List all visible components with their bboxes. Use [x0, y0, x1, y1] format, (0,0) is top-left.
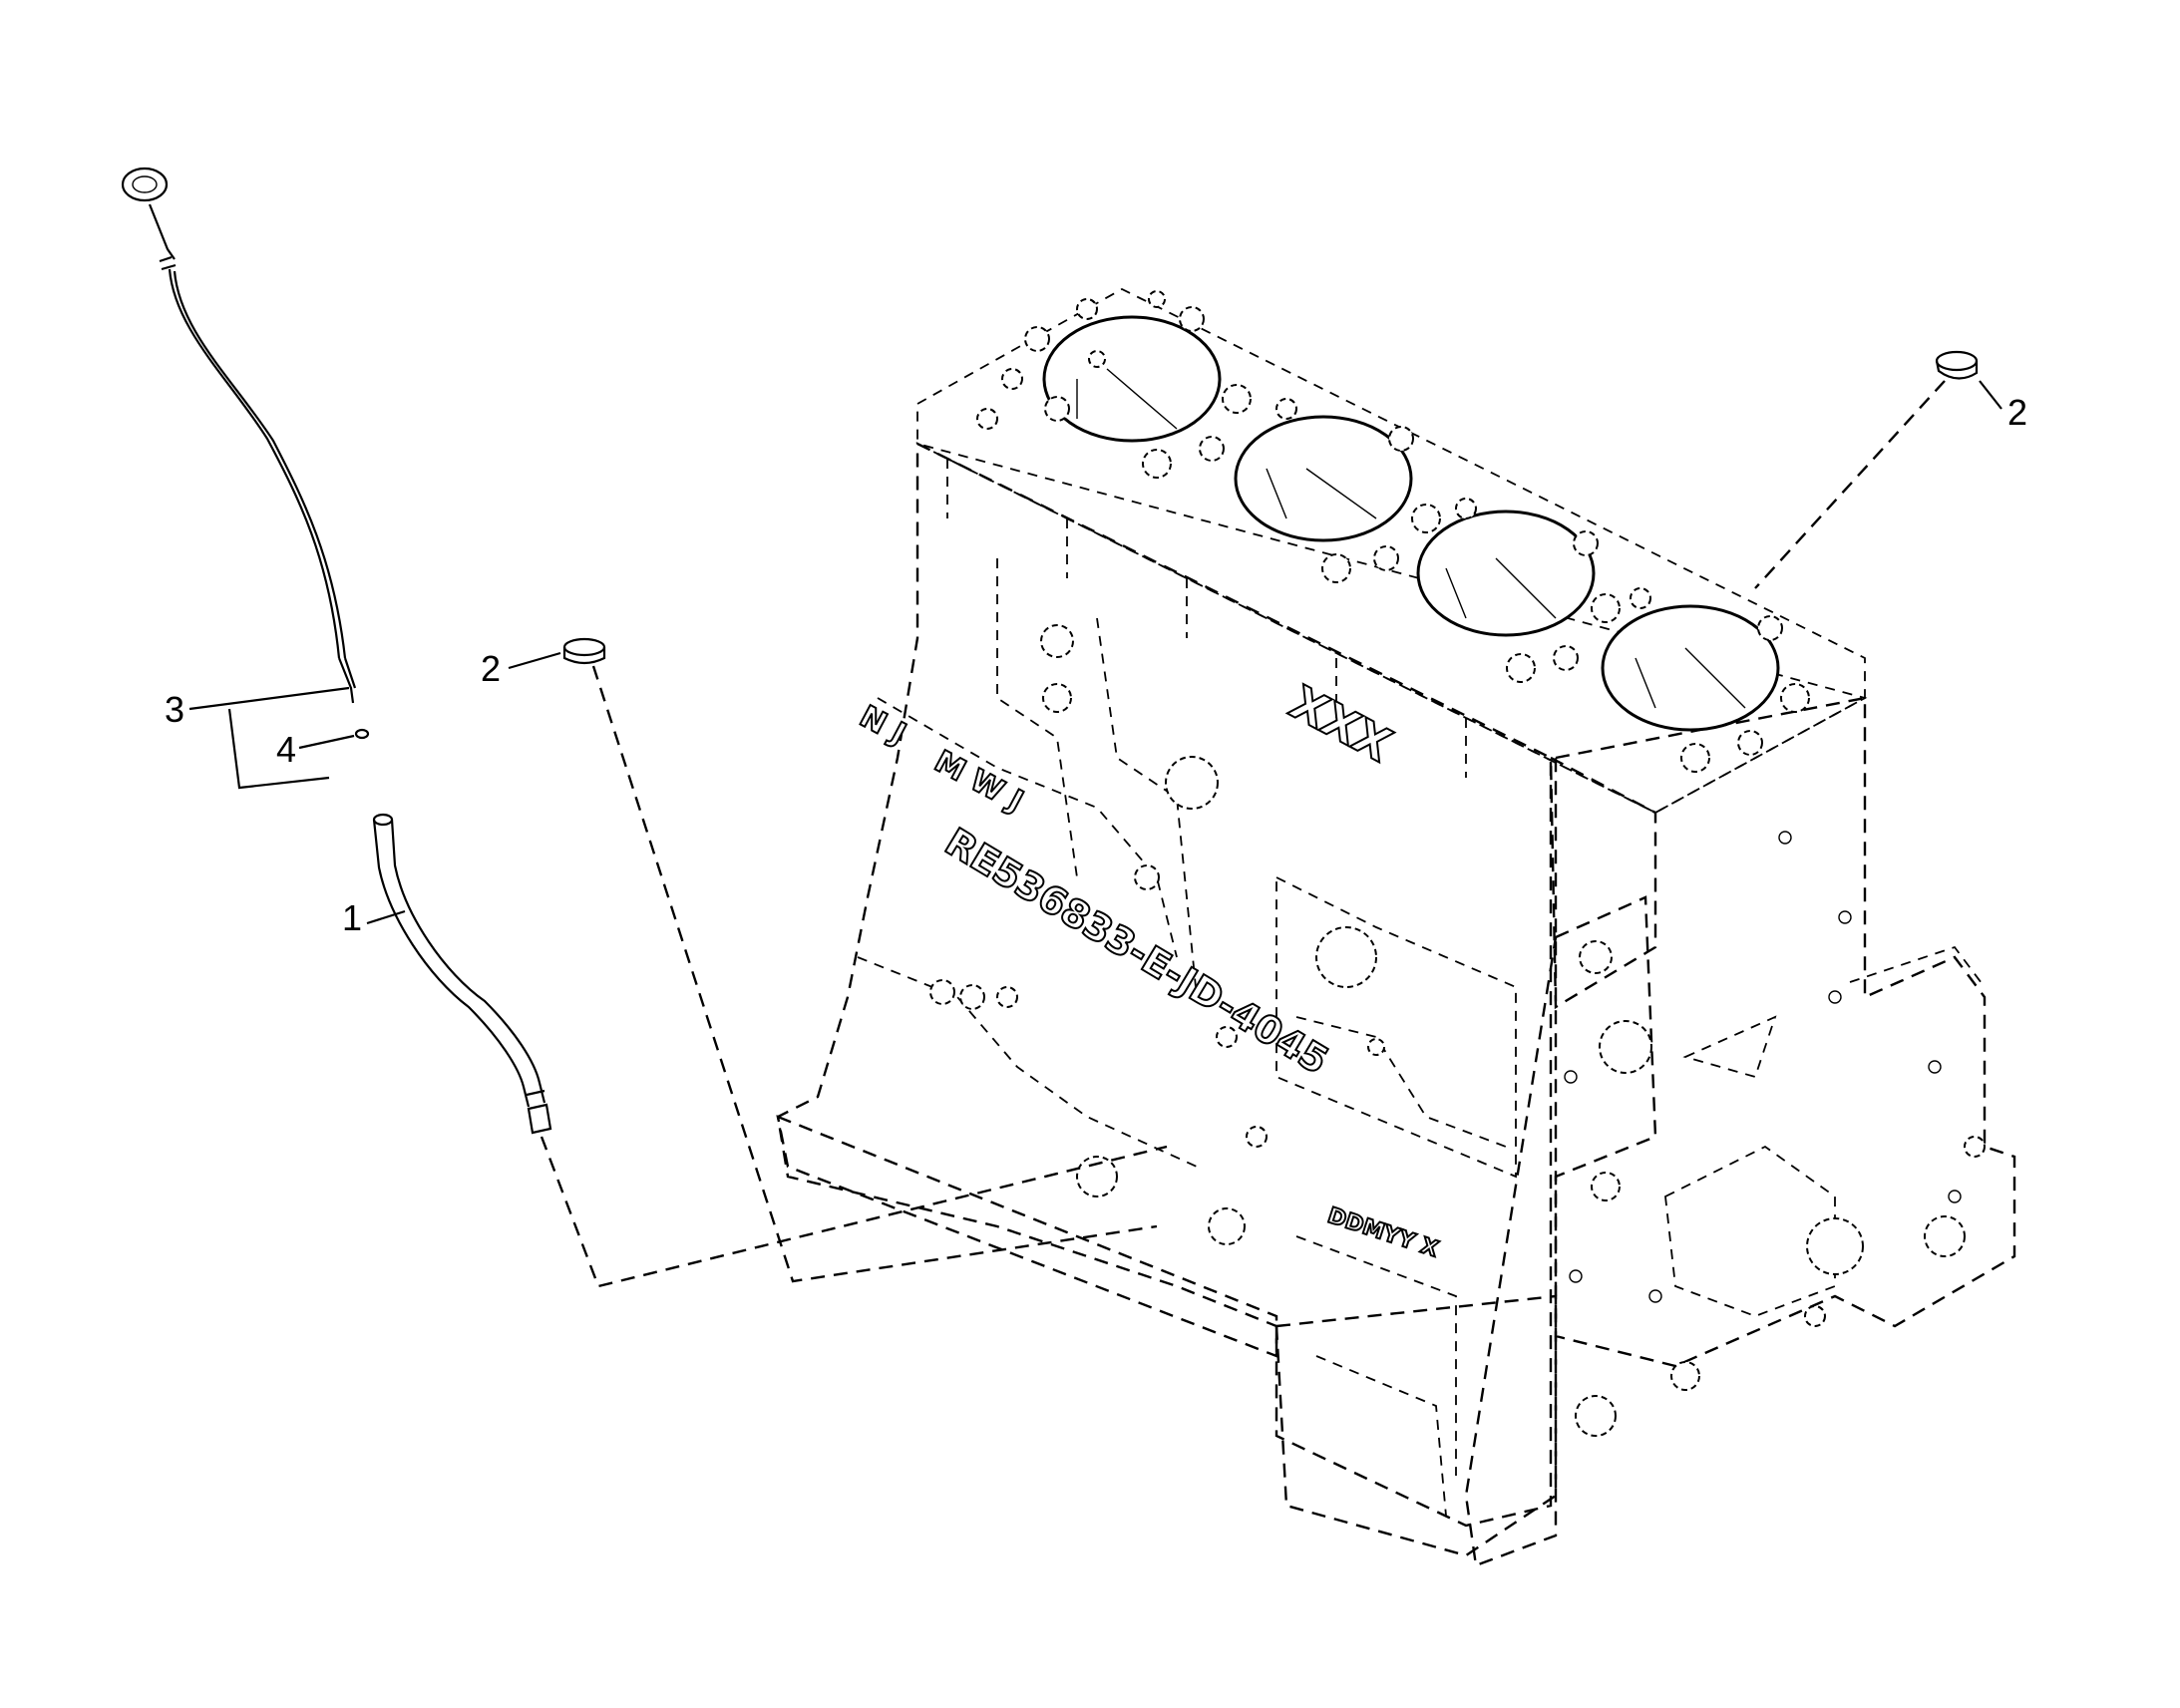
casting-mark-left-a: N J	[854, 699, 911, 752]
callout-2-left: 2	[481, 648, 501, 689]
casting-mark-left-b: M W J	[928, 744, 1028, 820]
plug-right	[1935, 350, 1979, 380]
dipstick-tube	[372, 813, 552, 1135]
casting-mark-bottom: DDMYY X	[1324, 1203, 1441, 1262]
assembly-lines	[540, 380, 1946, 1288]
casting-mark-top: XXX	[1281, 675, 1400, 773]
dipstick	[121, 167, 357, 704]
leader-lines	[188, 380, 2002, 925]
cylinder-block: XXX RE536833-E-JD-4045 N J M W J DDMYY X	[776, 287, 2016, 1567]
o-ring	[354, 728, 370, 740]
callout-4: 4	[276, 729, 296, 770]
callout-3: 3	[165, 689, 184, 730]
callout-1: 1	[342, 897, 362, 938]
callout-2-right: 2	[2007, 392, 2027, 433]
plug-left	[562, 637, 606, 665]
